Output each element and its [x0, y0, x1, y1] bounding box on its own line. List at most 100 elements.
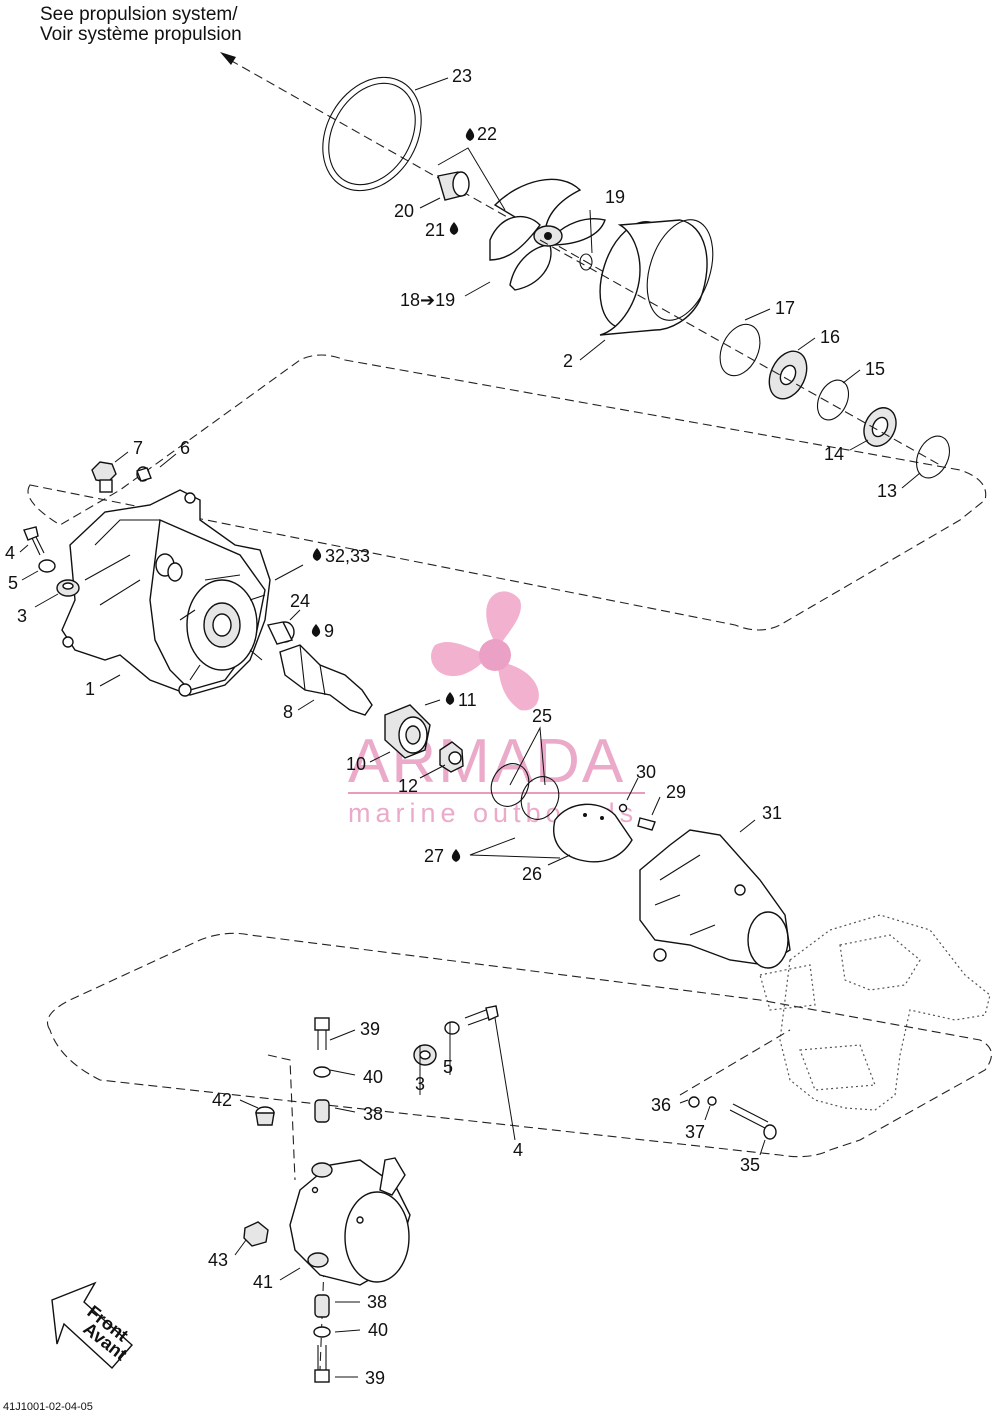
- part-2-wear-ring: [599, 219, 714, 336]
- label-11: 11: [458, 690, 477, 710]
- label-1: 1: [85, 679, 95, 699]
- label-3: 3: [17, 606, 27, 626]
- label-25: 25: [532, 706, 552, 726]
- drop-icon: [311, 624, 321, 637]
- label-5: 5: [8, 573, 18, 593]
- part-8-shaft: [279, 644, 373, 716]
- label-4-lower: 4: [513, 1140, 523, 1160]
- part-10-bearing: [384, 704, 431, 759]
- part-23-ring: [322, 76, 422, 192]
- label-18-19: 18➔19: [400, 290, 455, 310]
- part-30-washer: [618, 803, 628, 813]
- part-43-nut: [243, 1221, 269, 1247]
- label-30: 30: [636, 762, 656, 782]
- lubricant-drop-icons: [311, 128, 475, 862]
- label-38-upper: 38: [363, 1104, 383, 1124]
- part-40-washer-upper: [313, 1066, 331, 1078]
- label-40-upper: 40: [363, 1067, 383, 1087]
- label-9: 9: [324, 621, 334, 641]
- part-5-washer: [38, 559, 56, 573]
- venturi-group-outline: [46, 932, 992, 1158]
- header-line-2: Voir système propulsion: [40, 24, 242, 45]
- label-20: 20: [394, 201, 414, 221]
- part-24-bushing: [266, 621, 295, 645]
- part-labels: 23 22 20 21 19 18➔19 17 16 2 15 14 13 7 …: [5, 66, 897, 1388]
- drop-icon: [312, 548, 322, 561]
- part-36-washer: [688, 1096, 700, 1108]
- bracket-guide-line: [679, 1029, 791, 1096]
- drop-icon: [451, 849, 461, 862]
- label-36: 36: [651, 1095, 671, 1115]
- label-10: 10: [346, 754, 366, 774]
- label-37: 37: [685, 1122, 705, 1142]
- label-21: 21: [425, 220, 445, 240]
- label-15: 15: [865, 359, 885, 379]
- label-19: 19: [605, 187, 625, 207]
- part-3-rubber-washer: [56, 579, 80, 597]
- part-4-bolt-lower: [464, 1005, 499, 1026]
- label-40-lower: 40: [368, 1320, 388, 1340]
- part-12-nut: [439, 741, 464, 773]
- label-35: 35: [740, 1155, 760, 1175]
- label-2: 2: [563, 351, 573, 371]
- part-20-bushing: [437, 171, 470, 201]
- label-29: 29: [666, 782, 686, 802]
- label-39-upper: 39: [360, 1019, 380, 1039]
- label-4: 4: [5, 543, 15, 563]
- diagram-code: 41J1001-02-04-05: [3, 1401, 93, 1413]
- part-18-impeller: [489, 178, 606, 291]
- label-26: 26: [522, 864, 542, 884]
- part-13-cap: [915, 435, 951, 479]
- part-25-oring-a: [490, 763, 530, 807]
- label-32-33: 32,33: [325, 546, 370, 566]
- part-15-oring: [816, 379, 850, 421]
- header-line-1: See propulsion system/: [40, 4, 238, 25]
- part-42-nut: [255, 1106, 275, 1126]
- part-38-bushing-upper: [314, 1099, 330, 1123]
- label-12: 12: [398, 776, 418, 796]
- label-6: 6: [180, 438, 190, 458]
- part-1-pump-housing: [61, 489, 271, 697]
- ghost-bracket: [759, 914, 991, 1111]
- part-38-bushing-lower: [314, 1294, 330, 1318]
- label-22: 22: [477, 124, 497, 144]
- part-37-lock-washer: [707, 1096, 717, 1106]
- drop-icon: [449, 222, 459, 235]
- label-43: 43: [208, 1250, 228, 1270]
- label-17: 17: [775, 298, 795, 318]
- part-39-bolt-lower: [314, 1345, 330, 1383]
- label-39-lower: 39: [365, 1368, 385, 1388]
- part-31-venturi-housing: [639, 829, 791, 969]
- part-7-plug: [91, 461, 117, 493]
- label-27: 27: [424, 846, 444, 866]
- label-8: 8: [283, 702, 293, 722]
- label-23: 23: [452, 66, 472, 86]
- front-direction-arrow: Front Avant: [51, 1281, 133, 1370]
- part-35-bolt: [729, 1103, 777, 1140]
- part-5-washer-lower: [444, 1021, 460, 1035]
- part-4-bolt: [23, 526, 45, 556]
- drop-icon: [465, 128, 475, 141]
- part-40-washer-lower: [313, 1326, 331, 1338]
- part-3-rubber-washer-lower: [413, 1044, 437, 1066]
- label-24: 24: [290, 591, 310, 611]
- part-26-cover: [553, 803, 633, 863]
- part-16-seal: [768, 350, 808, 400]
- label-31: 31: [762, 803, 782, 823]
- label-3-lower: 3: [415, 1074, 425, 1094]
- label-7: 7: [133, 438, 143, 458]
- part-41-steering-nozzle: [289, 1157, 411, 1286]
- label-38-lower: 38: [367, 1292, 387, 1312]
- armada-watermark: ARMADA marine outboards: [348, 591, 645, 828]
- label-41: 41: [253, 1272, 273, 1292]
- part-6-cap: [136, 466, 152, 482]
- part-25-oring-b: [520, 776, 560, 820]
- label-5-lower: 5: [443, 1057, 453, 1077]
- label-16: 16: [820, 327, 840, 347]
- label-14: 14: [824, 444, 844, 464]
- label-13: 13: [877, 481, 897, 501]
- part-14-bearing: [863, 407, 897, 447]
- label-42: 42: [212, 1090, 232, 1110]
- top-axis-line: [539, 239, 941, 466]
